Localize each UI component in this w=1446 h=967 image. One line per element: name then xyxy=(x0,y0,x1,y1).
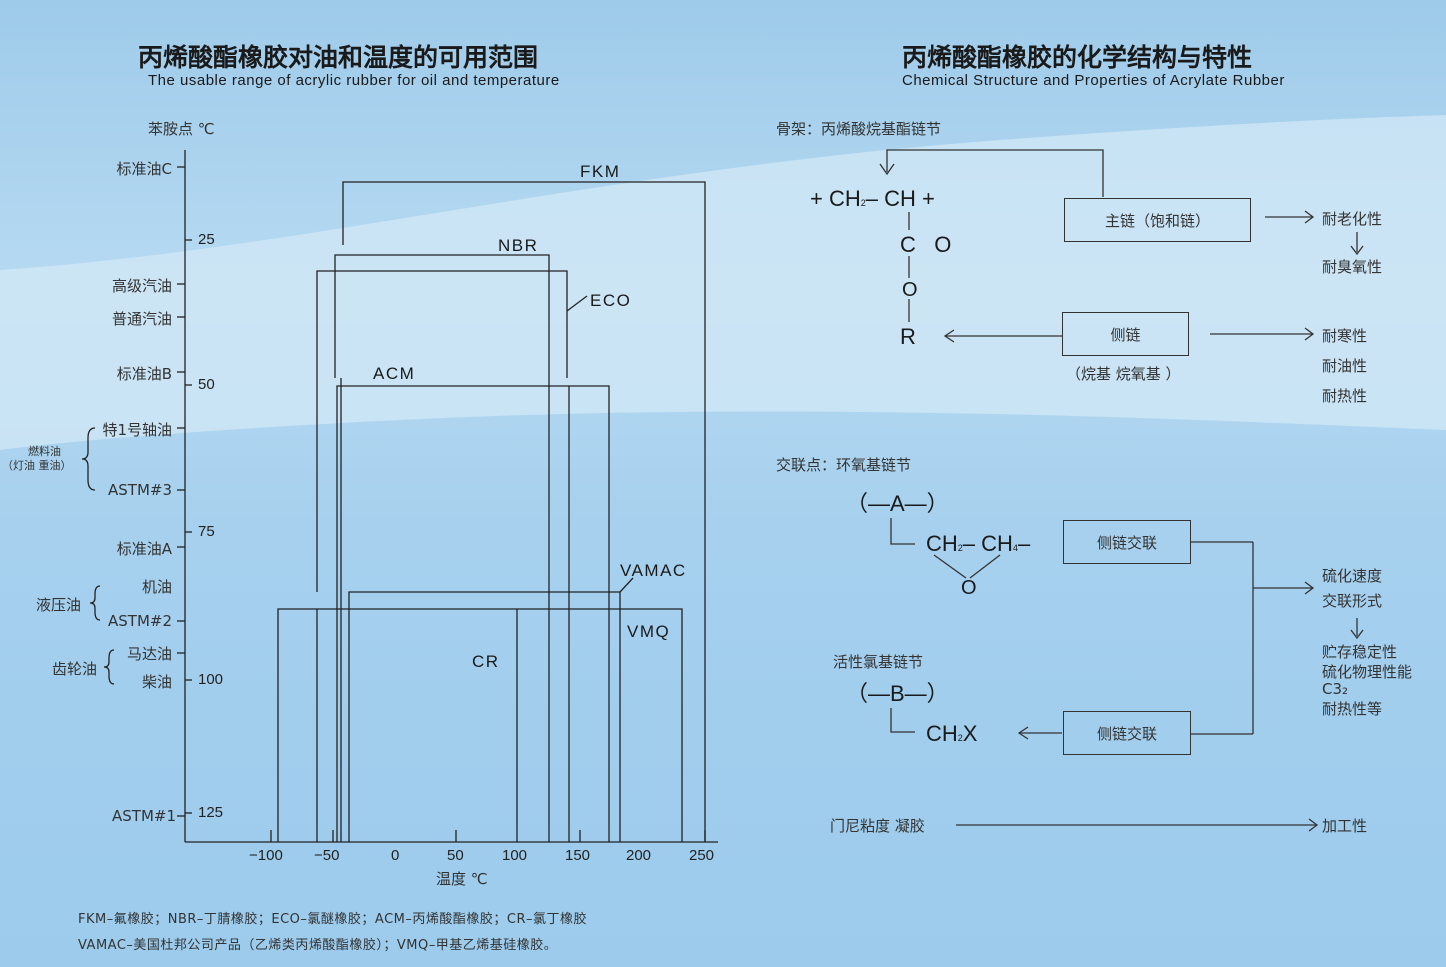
group-fuel-sub: （灯油 重油） xyxy=(2,459,72,472)
crosslink-box-1: 侧链交联 xyxy=(1063,520,1191,564)
prop-oil: 耐油性 xyxy=(1322,357,1368,375)
x-tick-200: 200 xyxy=(626,847,652,864)
oil-regular-gasoline: 普通汽油 xyxy=(111,310,172,328)
right-title-en: Chemical Structure and Properties of Acr… xyxy=(902,72,1285,89)
oil-engine: 机油 xyxy=(141,578,172,596)
prop-ozone: 耐臭氧性 xyxy=(1322,258,1383,276)
oil-std-b: 标准油B xyxy=(116,365,172,383)
left-title-cn: 丙烯酸酯橡胶对油和温度的可用范围 xyxy=(138,43,539,72)
x-tick-150: 150 xyxy=(565,847,591,864)
x-tick-250: 250 xyxy=(689,847,715,864)
side-chain-box: 侧链 xyxy=(1062,312,1189,356)
active-chlorine-label: 活性氯基链节 xyxy=(833,653,924,671)
label-vmq: VMQ xyxy=(627,622,671,641)
oil-std-a: 标准油A xyxy=(116,540,172,558)
label-fkm: FKM xyxy=(580,162,621,181)
oil-astm3: ASTM#3 xyxy=(108,481,172,499)
acrylate-carbonyl: C O xyxy=(900,232,952,257)
side-chain-sub: （烷基 烷氧基 ） xyxy=(1066,365,1181,383)
y-tick-75: 75 xyxy=(198,523,215,540)
footnote-1: FKM–氟橡胶；NBR–丁腈橡胶；ECO–氯醚橡胶；ACM–丙烯酸酯橡胶；CR–… xyxy=(78,912,587,927)
prop-cure-speed: 硫化速度 xyxy=(1322,567,1383,585)
group-fuel: 燃料油 xyxy=(28,445,61,458)
oil-astm1: ASTM#1 xyxy=(112,807,176,825)
y-axis-title: 苯胺点 ℃ xyxy=(148,120,215,138)
oil-astm2: ASTM#2 xyxy=(108,612,172,630)
prop-heat-etc: 耐热性等 xyxy=(1322,700,1383,718)
left-title-en: The usable range of acrylic rubber for o… xyxy=(148,72,560,89)
oil-motor: 马达油 xyxy=(126,645,172,663)
y-tick-100: 100 xyxy=(198,671,224,688)
label-eco: ECO xyxy=(590,291,632,310)
oil-temperature-chart xyxy=(81,150,718,843)
oil-premium-gasoline: 高级汽油 xyxy=(111,277,172,295)
structure-diagram xyxy=(879,149,1364,832)
acrylate-backbone: + CH2– CH + xyxy=(810,186,935,211)
label-vamac: VAMAC xyxy=(620,561,687,580)
group-gear: 齿轮油 xyxy=(52,660,98,678)
x-tick-m100: −100 xyxy=(249,847,283,864)
group-hydraulic: 液压油 xyxy=(36,596,82,614)
label-cr: CR xyxy=(472,652,500,671)
right-title-cn: 丙烯酸酯橡胶的化学结构与特性 xyxy=(902,43,1253,72)
ch2x: CH2X xyxy=(926,721,978,746)
mooney-label: 门尼粘度 凝胶 xyxy=(830,817,925,835)
x-tick-m50: −50 xyxy=(314,847,340,864)
x-tick-50: 50 xyxy=(447,847,464,864)
prop-heat: 耐热性 xyxy=(1322,387,1368,405)
label-acm: ACM xyxy=(373,364,416,383)
group-a: （—A—） xyxy=(846,491,949,516)
prop-storage: 贮存稳定性 xyxy=(1322,643,1398,661)
y-tick-125: 125 xyxy=(198,804,224,821)
x-tick-0: 0 xyxy=(391,847,400,864)
oil-diesel: 柴油 xyxy=(141,673,172,691)
prop-physical: 硫化物理性能 xyxy=(1322,663,1413,681)
prop-processing: 加工性 xyxy=(1322,817,1368,835)
prop-crosslink-form: 交联形式 xyxy=(1322,592,1383,610)
epoxy-chain: CH2– CH4– xyxy=(926,531,1031,556)
oil-std-c: 标准油C xyxy=(116,160,172,178)
crosslink-label: 交联点：环氧基链节 xyxy=(776,456,912,474)
footnote-2: VAMAC–美国杜邦公司产品（乙烯类丙烯酸酯橡胶）；VMQ–甲基乙烯基硅橡胶。 xyxy=(78,938,558,953)
y-tick-25: 25 xyxy=(198,231,215,248)
prop-cold: 耐寒性 xyxy=(1322,327,1368,345)
main-chain-box: 主链（饱和链） xyxy=(1064,198,1251,242)
acrylate-r: R xyxy=(900,324,916,349)
epoxy-oxygen: O xyxy=(961,577,977,599)
skeleton-label: 骨架：丙烯酸烷基酯链节 xyxy=(776,120,942,138)
acrylate-oxygen: O xyxy=(902,279,918,301)
prop-c3: C3₂ xyxy=(1322,680,1349,698)
label-nbr: NBR xyxy=(498,236,539,255)
x-tick-100: 100 xyxy=(502,847,528,864)
oil-special-axle: 特1号轴油 xyxy=(102,421,172,439)
x-axis-title: 温度 ℃ xyxy=(436,870,488,888)
group-b: （—B—） xyxy=(846,681,949,706)
y-tick-50: 50 xyxy=(198,376,215,393)
crosslink-box-2: 侧链交联 xyxy=(1063,711,1191,755)
prop-ageing: 耐老化性 xyxy=(1322,210,1383,228)
